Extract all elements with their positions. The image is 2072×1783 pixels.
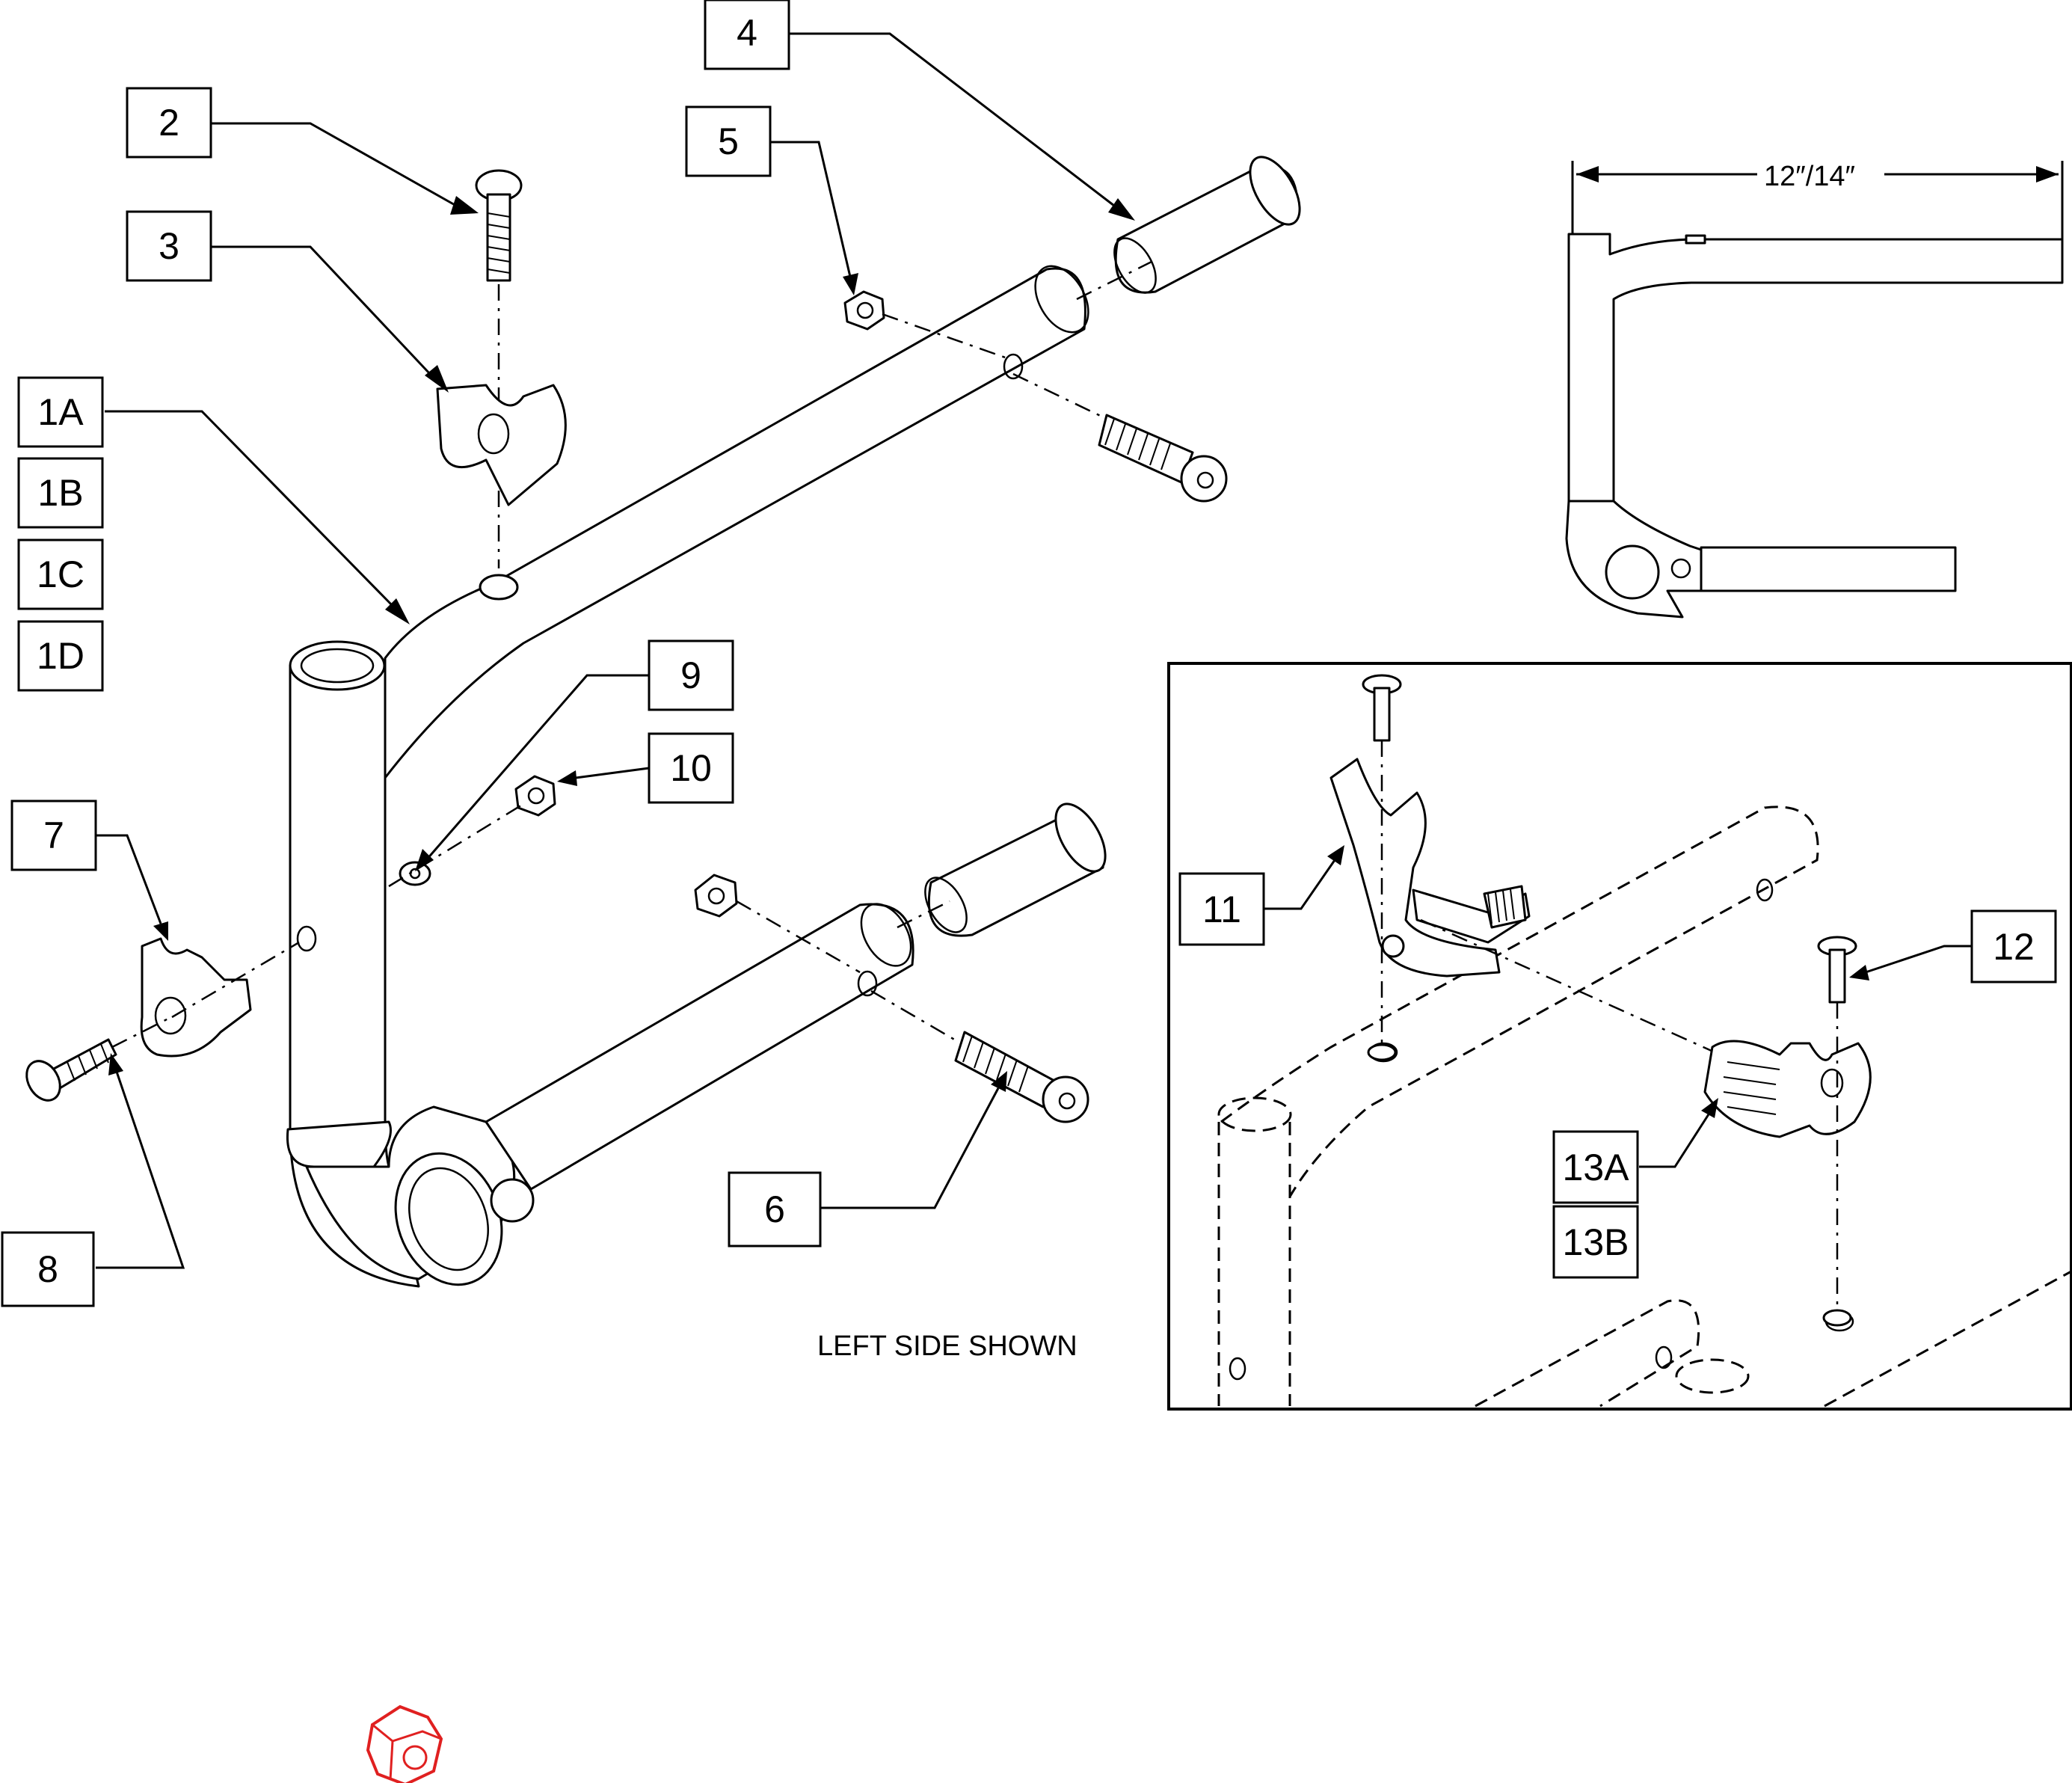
bolt-lower <box>954 1031 1089 1123</box>
callout-1C: 1C <box>17 538 104 610</box>
callout-7: 7 <box>10 800 97 871</box>
callout-label: 5 <box>718 120 739 162</box>
callout-13A: 13A <box>1552 1130 1639 1204</box>
callout-10: 10 <box>648 732 734 804</box>
bolt-upper <box>1098 414 1228 503</box>
callout-3: 3 <box>126 210 212 282</box>
callout-11: 11 <box>1178 872 1265 946</box>
callout-6: 6 <box>728 1171 822 1248</box>
callout-label: 13B <box>1563 1221 1629 1263</box>
callout-label: 1B <box>37 472 83 514</box>
clamp-half-part-3 <box>436 384 567 506</box>
callout-1D: 1D <box>17 620 104 692</box>
dimension-view: 12″/14″ <box>1565 161 2064 619</box>
callout-label: 9 <box>680 654 701 696</box>
callout-label: 11 <box>1202 889 1241 930</box>
nut-part-10 <box>514 775 556 817</box>
nut-lower <box>694 874 738 918</box>
callout-label: 6 <box>764 1188 785 1230</box>
dimension-label: 12″/14″ <box>1764 161 1855 192</box>
inset-view <box>1167 662 2072 1411</box>
callout-8: 8 <box>1 1231 95 1307</box>
callout-label: 2 <box>159 102 179 144</box>
callout-4: 4 <box>704 0 790 70</box>
callout-label: 1A <box>37 391 84 433</box>
callout-1A: 1A <box>17 376 104 448</box>
callout-label: 1C <box>37 553 84 595</box>
screw-part-2 <box>475 169 523 282</box>
washer-part-9 <box>399 861 431 886</box>
callout-1B: 1B <box>17 457 104 529</box>
sleeve-lower <box>924 802 1107 937</box>
side-shown-note: LEFT SIDE SHOWN <box>817 1331 1077 1362</box>
callout-2: 2 <box>126 87 212 159</box>
callout-label: 3 <box>159 225 179 267</box>
callout-label: 10 <box>670 747 712 789</box>
screw-part-8 <box>25 1038 117 1102</box>
callout-label: 13A <box>1563 1147 1630 1188</box>
callout-label: 4 <box>737 12 757 54</box>
callout-12: 12 <box>1970 909 2057 983</box>
frame-tube-part-1 <box>286 265 1089 1288</box>
callout-label: 1D <box>37 635 84 677</box>
callout-9: 9 <box>648 639 734 711</box>
sleeve-part-4 <box>1113 156 1301 294</box>
leader-lines <box>96 32 1972 1269</box>
callout-13B: 13B <box>1552 1205 1639 1279</box>
hex-nut-icon <box>366 1704 443 1783</box>
clamp-part-7 <box>140 937 252 1058</box>
callout-label: 7 <box>43 814 64 856</box>
callout-label: 12 <box>1993 926 2035 968</box>
callout-5: 5 <box>685 105 772 177</box>
nut-part-5 <box>843 290 885 331</box>
callout-label: 8 <box>37 1248 58 1290</box>
